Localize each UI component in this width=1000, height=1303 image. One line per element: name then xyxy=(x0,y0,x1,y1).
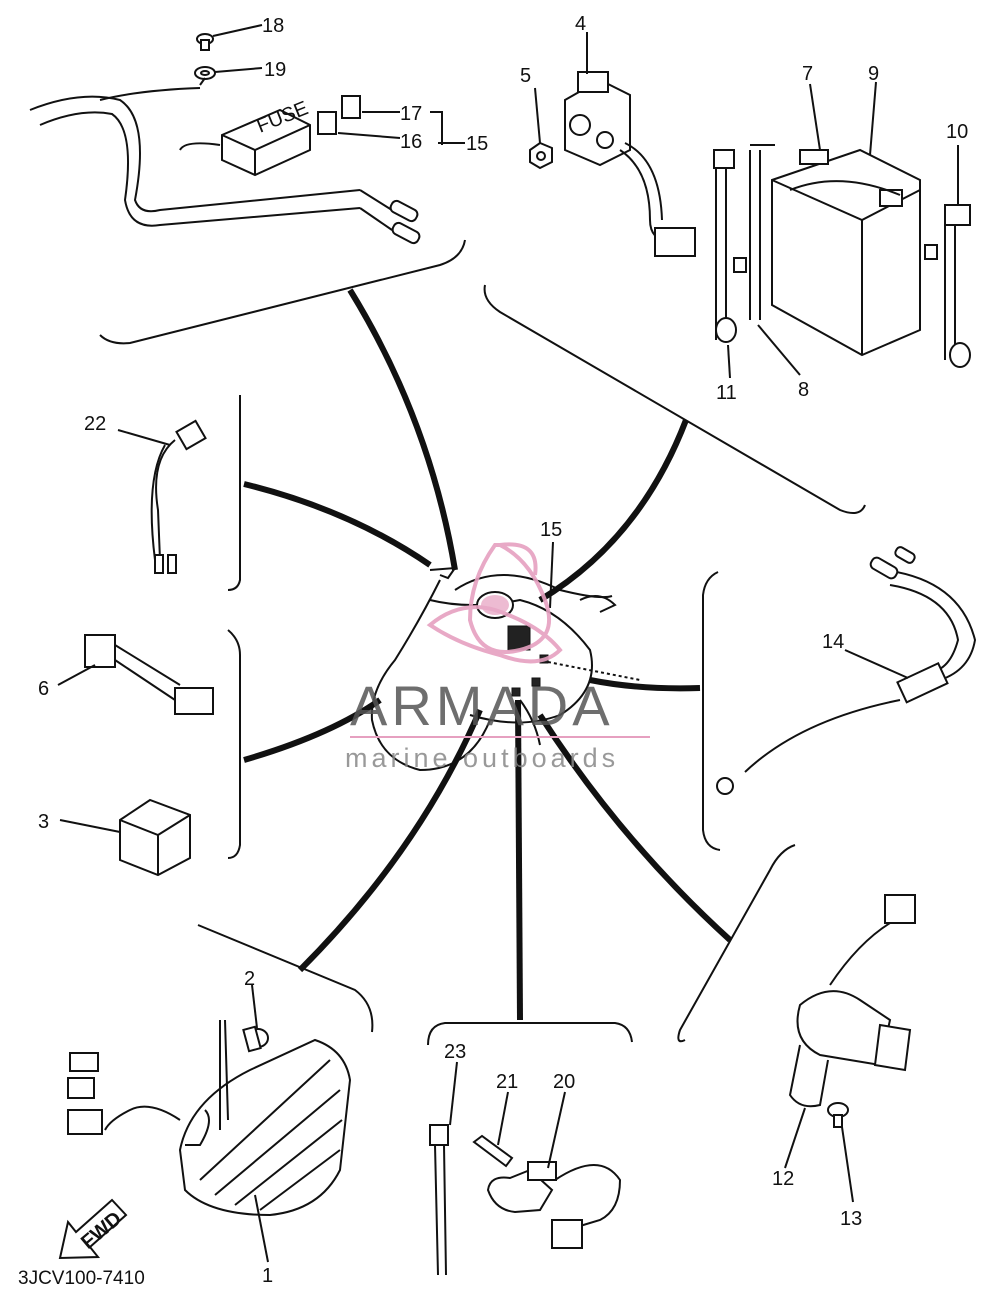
sensor-20 xyxy=(486,1161,622,1249)
panel-outlines xyxy=(99,239,866,1046)
callout-15-top: 15 xyxy=(466,133,488,155)
callout-1: 1 xyxy=(262,1265,273,1287)
lead-wire-6 xyxy=(84,634,214,715)
callout-17: 17 xyxy=(400,103,422,125)
callout-13: 13 xyxy=(840,1208,862,1230)
battery-9 xyxy=(771,148,921,357)
watermark-brand: ARMADA xyxy=(350,674,614,737)
relay-3 xyxy=(119,798,191,877)
watermark: ARMADA marine outboards xyxy=(345,542,650,773)
nut-5 xyxy=(529,141,553,170)
callout-5: 5 xyxy=(520,65,531,87)
callout-4: 4 xyxy=(575,13,586,35)
callout-10: 10 xyxy=(946,121,968,143)
fuse-17 xyxy=(341,95,361,119)
callout-9: 9 xyxy=(868,63,879,85)
callout-8: 8 xyxy=(798,379,809,401)
callout-3: 3 xyxy=(38,811,49,833)
diagram-code: 3JCV100-7410 xyxy=(18,1268,145,1289)
wire-lead-14 xyxy=(716,546,977,795)
callout-19: 19 xyxy=(264,59,286,81)
fuse-harness: FUSE xyxy=(29,77,421,245)
bolt-21 xyxy=(472,1134,514,1168)
callout-2: 2 xyxy=(244,968,255,990)
group-leaders xyxy=(243,288,733,1021)
callout-18: 18 xyxy=(262,15,284,37)
breather-hose-8 xyxy=(749,144,775,320)
callout-23: 23 xyxy=(444,1041,466,1063)
rectifier-regulator-1 xyxy=(67,1038,352,1217)
callout-14: 14 xyxy=(822,631,844,653)
callout-15-center: 15 xyxy=(540,519,562,541)
callout-16: 16 xyxy=(400,131,422,153)
screw-18 xyxy=(196,33,214,51)
callout-11: 11 xyxy=(716,382,737,404)
callout-12: 12 xyxy=(772,1168,794,1190)
bolt-2 xyxy=(242,1025,269,1053)
battery-cable-10 xyxy=(924,204,971,368)
main-wiring-harness xyxy=(370,566,641,772)
watermark-logo-icon xyxy=(426,542,563,664)
fuse-box: FUSE xyxy=(221,97,311,177)
callout-21: 21 xyxy=(496,1071,518,1093)
battery-cable-11 xyxy=(713,149,747,343)
cable-tie-23 xyxy=(429,1124,449,1276)
callout-20: 20 xyxy=(553,1071,575,1093)
neutral-switch-22 xyxy=(150,419,207,574)
fwd-arrow-icon: FWD xyxy=(58,1198,128,1260)
starter-relay-4 xyxy=(564,71,696,257)
callout-7: 7 xyxy=(802,63,813,85)
screw-13 xyxy=(827,1102,849,1128)
callout-6: 6 xyxy=(38,678,49,700)
callout-22: 22 xyxy=(84,413,106,435)
watermark-tagline: marine outboards xyxy=(345,743,619,773)
main-switch-12 xyxy=(788,894,916,1108)
washer-19 xyxy=(194,66,216,80)
fuse-16 xyxy=(317,111,337,135)
callout-labels: 18 19 17 16 15 4 5 7 9 10 11 8 22 15 14 … xyxy=(38,13,968,1287)
